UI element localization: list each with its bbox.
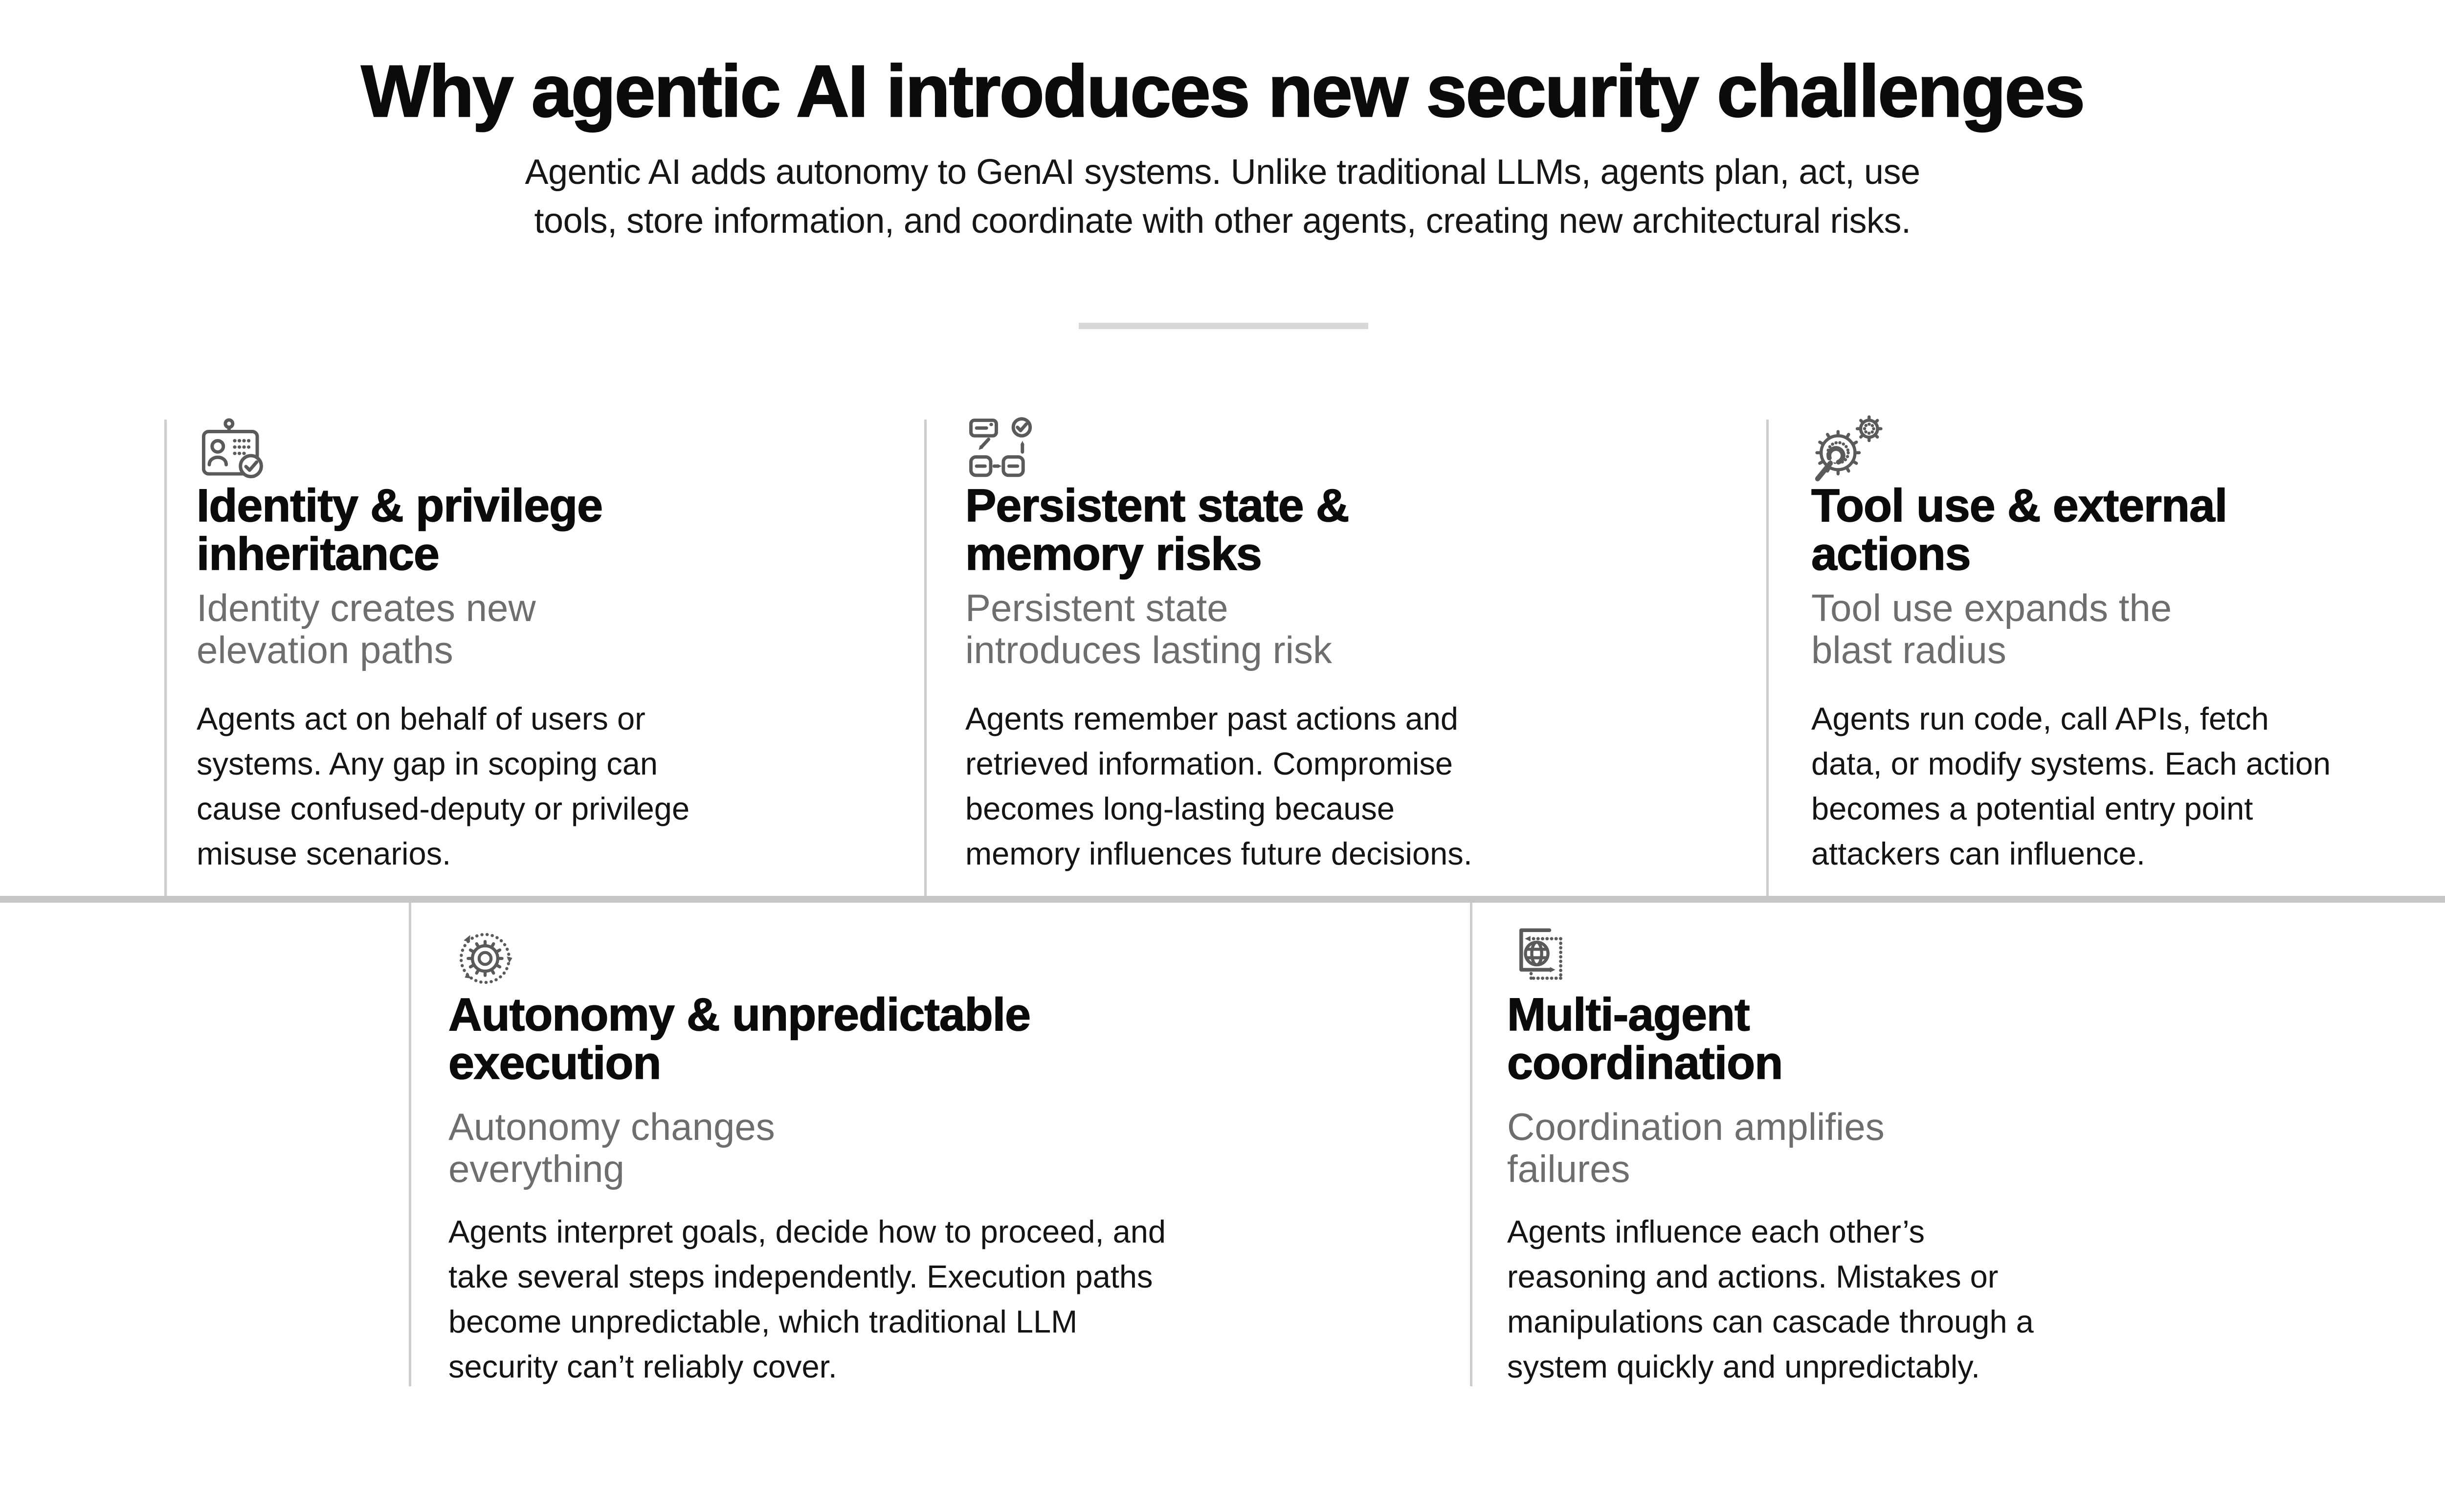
card-title: Tool use & external actions	[1811, 480, 2228, 580]
card-title: Multi-agent coordination	[1507, 989, 1783, 1089]
card-autonomy: Autonomy & unpredictable execution Auton…	[448, 922, 1451, 1391]
intro-divider	[1079, 323, 1368, 329]
card-body: Agents influence each other’s reasoning …	[1507, 1214, 2034, 1384]
card-persistent-state: Persistent state & memory risks Persiste…	[965, 413, 1728, 902]
row-divider	[0, 896, 2445, 903]
page-subtitle: Agentic AI adds autonomy to GenAI system…	[525, 153, 1920, 241]
globe-handoff-icon	[1507, 922, 1580, 995]
card-rule-persistent-state	[924, 420, 927, 896]
card-subtitle: Identity creates new elevation paths	[197, 586, 536, 671]
card-rule-autonomy	[409, 903, 411, 1386]
card-rule-tool-use	[1766, 420, 1769, 896]
card-rule-identity	[164, 420, 167, 896]
card-subtitle: Autonomy changes everything	[448, 1105, 775, 1190]
card-rule-multi-agent	[1470, 903, 1472, 1386]
gear-cycle-icon	[448, 922, 522, 995]
card-subtitle: Coordination amplifies failures	[1507, 1105, 1885, 1190]
page-title: Why agentic AI introduces new security c…	[360, 50, 2086, 132]
card-identity-privilege: Identity & privilege inheritance Identit…	[196, 413, 920, 902]
card-body: Agents interpret goals, decide how to pr…	[448, 1214, 1166, 1384]
wrench-gear-icon	[1811, 413, 1885, 487]
id-badge-check-icon	[197, 413, 270, 487]
card-multi-agent: Multi-agent coordination Coordination am…	[1507, 922, 2270, 1391]
card-tool-use: Tool use & external actions Tool use exp…	[1811, 413, 2443, 902]
card-title: Autonomy & unpredictable execution	[448, 989, 1031, 1089]
card-subtitle: Tool use expands the blast radius	[1811, 586, 2172, 671]
state-memory-flow-icon	[965, 413, 1039, 487]
card-title: Persistent state & memory risks	[965, 480, 1350, 580]
card-subtitle: Persistent state introduces lasting risk	[965, 586, 1332, 671]
card-body: Agents run code, call APIs, fetch data, …	[1811, 701, 2331, 871]
card-body: Agents act on behalf of users or systems…	[197, 701, 690, 871]
card-body: Agents remember past actions and retriev…	[965, 701, 1472, 871]
card-title: Identity & privilege inheritance	[196, 480, 603, 580]
